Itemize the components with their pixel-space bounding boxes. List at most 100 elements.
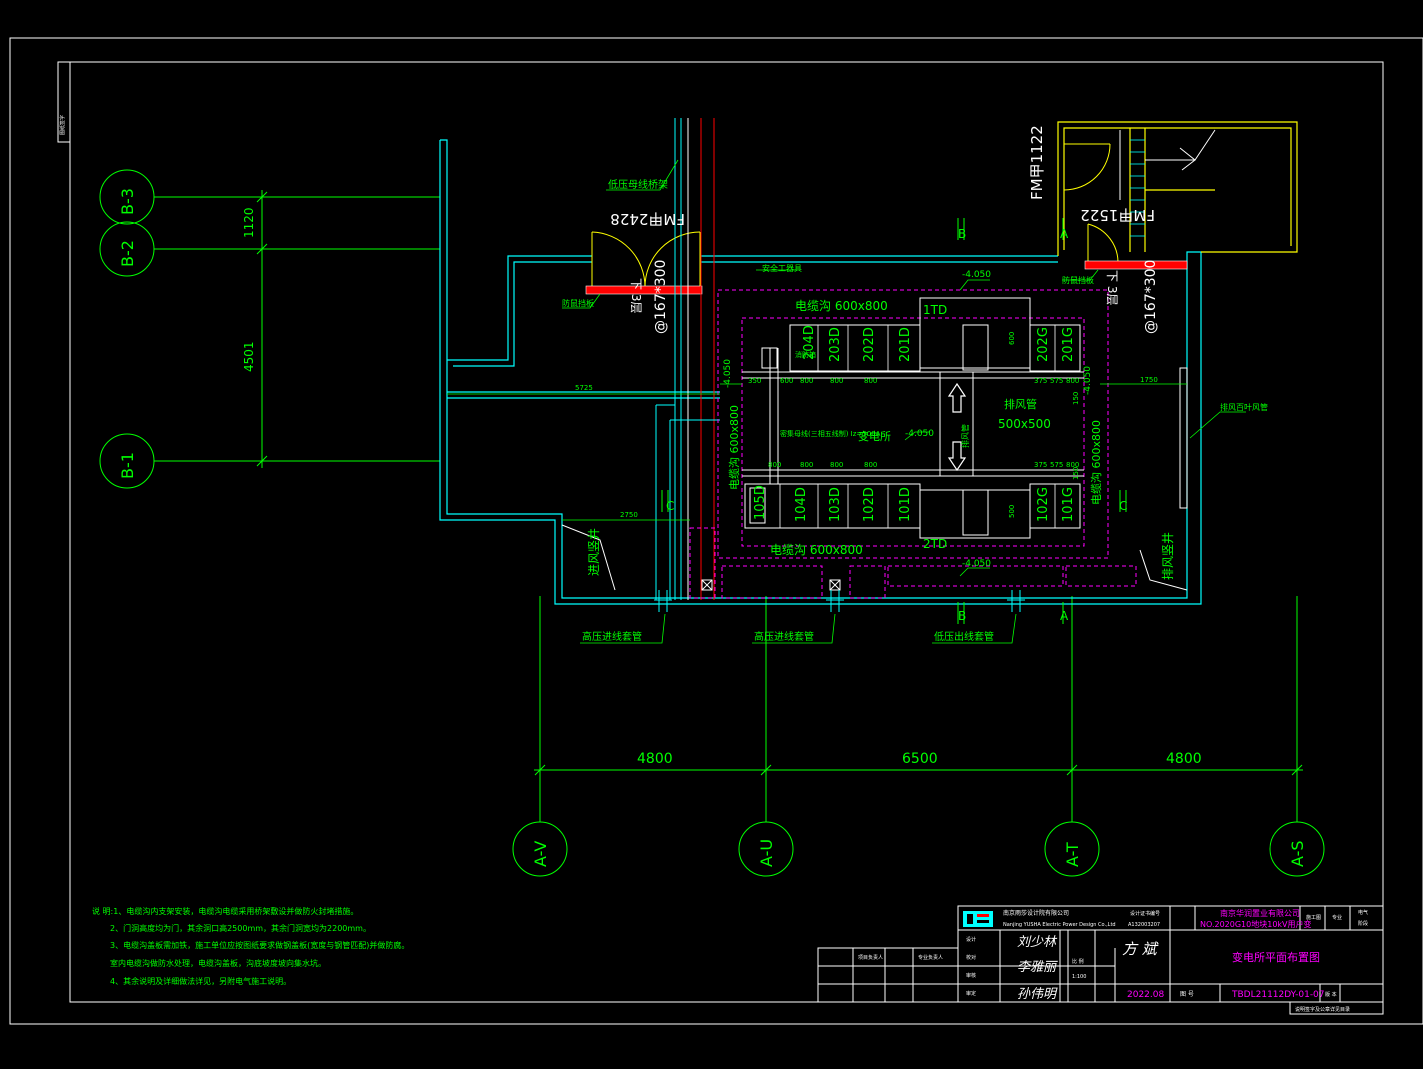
sig-4: 方 斌 (1122, 940, 1159, 958)
dim-side-150b: 150 (1072, 467, 1080, 480)
axis-au: A-U (757, 839, 776, 867)
label-transformer-top: 1TD (923, 303, 947, 317)
leaders (447, 159, 1246, 644)
stair-walls (1057, 121, 1298, 256)
stair-steps (1130, 139, 1145, 237)
dim-side-500: 500 (1008, 505, 1016, 518)
row-label-6: 专业负责人 (918, 954, 943, 961)
label-exhaust-duct: 排风管 (1004, 397, 1037, 411)
dim-inner-left-bottom: 2750 (620, 511, 638, 519)
dim-row-top-8: 800 (1066, 377, 1079, 385)
anti-rat-board-left (585, 285, 703, 295)
drawing-title: 变电所平面布置图 (1232, 950, 1320, 964)
label-level-c: -4.050 (905, 429, 934, 439)
dim-left-top: 1120 (242, 207, 256, 238)
dim-row-bottom-5: 375 (1034, 461, 1047, 469)
note-5: 4、其余说明及详细做法详见，另附电气施工说明。 (110, 976, 291, 986)
dim-row-top-3: 800 (800, 377, 813, 385)
dim-side-150a: 150 (1072, 392, 1080, 405)
row-label-3: 审核 (966, 972, 976, 979)
phase: 施工图 (1306, 914, 1321, 921)
note-1: 说 明:1、电缆沟内支架安装，电缆沟电缆采用桥架敷设并做防火封堵措施。 (92, 906, 358, 916)
row-label-2: 校对 (966, 954, 976, 961)
dim-row-top-1: 350 (748, 377, 761, 385)
vent-right-label: @167*300 (1143, 260, 1159, 334)
stage-label: 阶段 (1358, 920, 1368, 927)
label-cable-trench-left: 电缆沟 600x800 (728, 405, 741, 490)
cabinet-201d: 201D (898, 327, 913, 362)
dim-row-top-6: 375 (1034, 377, 1047, 385)
label-sec-a-bottom: A (1060, 609, 1069, 623)
label-safety-tools: 安全工器具 (762, 263, 802, 273)
label-cable-trench-right: 电缆沟 600x800 (1090, 420, 1103, 505)
specialty: 电气 (1358, 909, 1368, 916)
label-level-b: -4.050 (962, 559, 991, 569)
label-low-voltage-bus: 低压母线桥架 (608, 178, 668, 191)
box-markers (701, 579, 841, 591)
dim-row-top-7: 575 (1050, 377, 1063, 385)
note-4: 室内电缆沟做防水处理，电缆沟盖板，沟底坡度坡向集水坑。 (110, 958, 326, 968)
door-left-label: FM甲2428 (610, 210, 685, 228)
left-grid-axes (99, 169, 440, 489)
label-anti-rat-left: 防鼠挡板 (562, 298, 594, 308)
lower-partitions (689, 527, 1137, 599)
exhaust-arrow (947, 382, 967, 472)
cabinet-101d: 101D (898, 487, 913, 522)
note-2: 2、门洞高度均为门，其余洞口高2500mm，其余门洞宽均为2200mm。 (110, 923, 371, 933)
drawing-frame (9, 37, 1423, 1025)
bottom-grid-axes (512, 596, 1325, 877)
shafts (561, 367, 1188, 591)
anti-rat-board-right (1084, 260, 1188, 270)
label-sec-b-top: B (958, 227, 966, 241)
axis-b3: B-3 (118, 188, 137, 215)
label-substation: 变电所 (858, 429, 891, 443)
label-exhaust-shaft: 排风竖井 (1161, 532, 1175, 580)
dim-left-main: 4501 (242, 341, 256, 372)
label-pipe3: 低压出线套管 (934, 630, 994, 643)
axis-as: A-S (1288, 840, 1307, 867)
dim-row-bottom-6: 575 (1050, 461, 1063, 469)
axis-b1: B-1 (118, 452, 137, 479)
label-level-a: -4.050 (962, 270, 991, 280)
axis-b2: B-2 (118, 240, 137, 267)
sig-2: 李雅丽 (1017, 960, 1058, 975)
dim-row-bottom-4: 800 (864, 461, 877, 469)
cabinet-202g: 202G (1036, 327, 1051, 362)
dim-side-600: 600 (1008, 332, 1016, 345)
row-label-1: 设计 (966, 936, 976, 943)
cabinet-102d: 102D (862, 487, 877, 522)
label-level-d: -4.050 (723, 359, 733, 388)
row-label-4: 审定 (966, 990, 976, 997)
label-cable-trench-top: 电缆沟 600x800 (795, 299, 888, 313)
door-right-label: FM甲1522 (1080, 206, 1155, 224)
cabinet-104d: 104D (794, 487, 809, 522)
label-busbar: 密集母线(三相五线制) Iz=500A (780, 429, 881, 438)
sig-1: 刘少林 (1017, 935, 1058, 950)
label-level-e: -4.050 (1083, 366, 1093, 395)
sheet-label: 图 号 (1180, 991, 1194, 998)
dim-row-bottom-3: 800 (830, 461, 843, 469)
dim-row-bottom-2: 800 (800, 461, 813, 469)
cabinet-103d: 103D (828, 487, 843, 522)
dim-row-top-5: 800 (864, 377, 877, 385)
project-name: NO.2020G10地块10kV用户变 (1200, 919, 1312, 929)
label-transformer-bottom: 2TD (923, 537, 947, 551)
label-exhaust-grille: 排风百叶风管 (1220, 402, 1268, 412)
cert-no: A132003207 (1128, 922, 1160, 928)
rev-label: 版 本 (1325, 991, 1337, 998)
row-label-5: 项目负责人 (858, 954, 883, 961)
label-cable-trench-bottom: 电缆沟 600x800 (770, 543, 863, 557)
cabinet-202d: 202D (862, 327, 877, 362)
dim-row-top-2: 600 (780, 377, 793, 385)
label-exhaust-size: 500x500 (998, 417, 1051, 431)
cabinet-rows (744, 297, 1081, 539)
busway (742, 348, 1084, 539)
dim-bottom-1: 4800 (637, 751, 673, 767)
scale-label: 比 例 (1072, 958, 1084, 965)
vent-left-label: @167*300 (653, 260, 669, 334)
label-pipe1: 高压进线套管 (582, 630, 642, 643)
margin-stamp: 图纸签字 (59, 115, 66, 135)
substation-room (717, 289, 1109, 559)
cabinet-101g: 101G (1061, 487, 1076, 522)
date: 2022.08 (1127, 990, 1164, 1000)
